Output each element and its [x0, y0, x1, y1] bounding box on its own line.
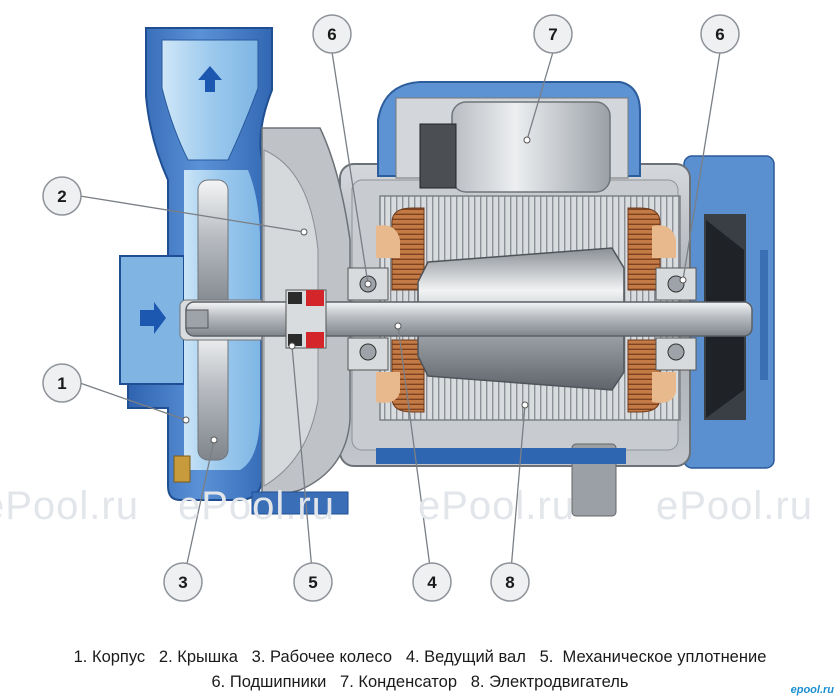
pump-housing	[119, 27, 351, 515]
legend-line-2: 6. Подшипники 7. Конденсатор 8. Электрод…	[211, 673, 629, 691]
svg-text:5: 5	[308, 573, 317, 592]
watermark-4: ePool.ru	[656, 484, 813, 528]
callout-7: 7	[533, 14, 573, 54]
callout-1: 1	[42, 363, 82, 403]
callout-8: 8	[490, 562, 530, 602]
callout-5: 5	[293, 562, 333, 602]
svg-text:6: 6	[327, 25, 336, 44]
svg-text:6: 6	[715, 25, 724, 44]
legend-line-1: 1. Корпус 2. Крышка 3. Рабочее колесо 4.…	[73, 648, 767, 666]
svg-text:1: 1	[57, 374, 66, 393]
svg-text:4: 4	[427, 573, 437, 592]
bearing-rear	[655, 267, 697, 371]
callout-3: 3	[163, 562, 203, 602]
watermark-3: ePool.ru	[418, 484, 575, 528]
svg-text:8: 8	[505, 573, 514, 592]
leader-lines	[79, 51, 721, 583]
callout-4: 4	[412, 562, 452, 602]
callout-6-right: 6	[700, 14, 740, 54]
shaft-assembly	[185, 289, 753, 349]
watermark-1: ePool.ru	[0, 484, 139, 528]
corner-logo-text: epool.ru	[790, 684, 834, 696]
callout-6-left: 6	[312, 14, 352, 54]
outlet-flow-arrow	[198, 66, 222, 92]
motor-body	[339, 81, 775, 517]
svg-text:3: 3	[178, 573, 187, 592]
leader-dots	[182, 136, 687, 444]
svg-text:7: 7	[548, 25, 557, 44]
svg-text:2: 2	[57, 187, 66, 206]
watermark-2: ePool.ru	[178, 484, 335, 528]
inlet-flow-arrow	[140, 302, 166, 334]
callout-2: 2	[42, 176, 82, 216]
